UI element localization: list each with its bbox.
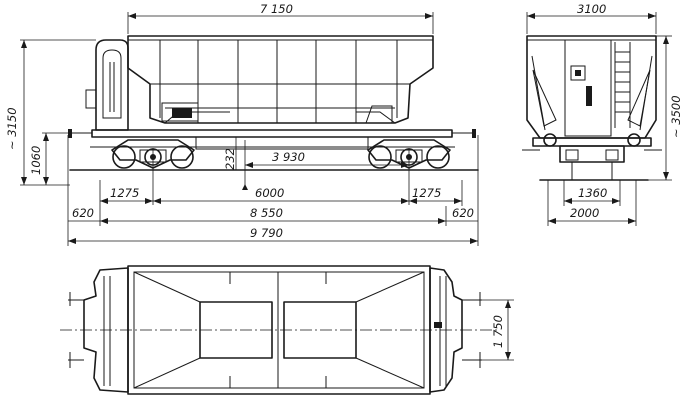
dim-9790: 9 790 <box>250 226 283 240</box>
dim-6000: 6000 <box>255 186 284 200</box>
end-view <box>522 35 662 181</box>
brake-platform <box>85 39 129 131</box>
dim-2000: 2000 <box>570 206 599 220</box>
dim-1275-left: 1275 <box>110 186 139 200</box>
dim-620-right: 620 <box>452 206 474 220</box>
plan-view <box>60 265 500 395</box>
brake-cylinder <box>161 102 230 122</box>
plan-end-left <box>83 267 129 393</box>
dim-3500: ~ 3500 <box>669 95 683 138</box>
dim-1060: 1060 <box>29 146 43 175</box>
side-dimensions: 7 150 ~ 3150 1060 232 3 930 1275 600 <box>5 2 479 246</box>
dim-3100: 3100 <box>577 2 606 16</box>
underframe <box>68 129 476 150</box>
dim-7150: 7 150 <box>260 2 293 16</box>
dim-3150: ~ 3150 <box>5 107 19 150</box>
dim-1360: 1360 <box>578 186 607 200</box>
side-view <box>68 35 479 205</box>
end-ladder <box>614 42 631 128</box>
dim-1275-right: 1275 <box>412 186 441 200</box>
dim-1750: 1 750 <box>491 315 505 348</box>
end-dimensions: 3100 ~ 3500 1360 2000 <box>526 2 683 226</box>
plan-dimensions: 1 750 <box>482 299 514 361</box>
dim-620-left: 620 <box>72 206 94 220</box>
plan-end-right <box>429 267 463 393</box>
dim-8550: 8 550 <box>250 206 283 220</box>
dim-232: 232 <box>223 148 237 170</box>
dim-3930: 3 930 <box>272 150 305 164</box>
side-stanchions <box>150 40 410 123</box>
